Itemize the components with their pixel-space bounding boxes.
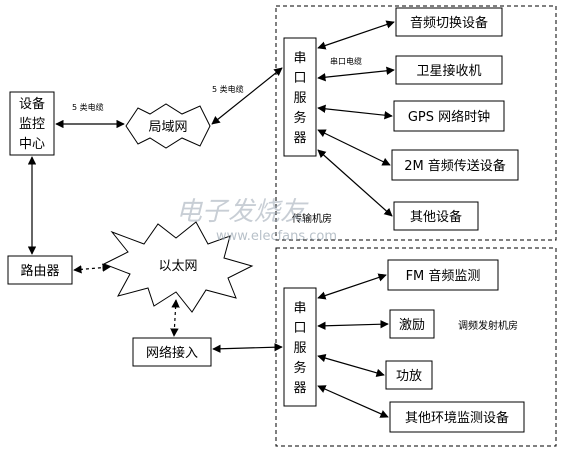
serial-satellite-link bbox=[317, 66, 395, 82]
fm-monitor-node[interactable]: FM 音频监测 bbox=[387, 259, 499, 291]
exciter-label: 激励 bbox=[399, 318, 425, 333]
router-label: 路由器 bbox=[20, 263, 59, 279]
network-access-label: 网络接入 bbox=[146, 345, 198, 361]
serial-server-bottom-node[interactable]: 串 口 服 务 器 bbox=[283, 287, 317, 407]
ethernet-label: 以太网 bbox=[158, 259, 197, 274]
monitor-center-line-1: 设备 bbox=[19, 96, 45, 112]
satellite-receiver-label: 卫星接收机 bbox=[416, 63, 481, 79]
serial-audio-switch-link bbox=[317, 20, 395, 50]
ethernet-node[interactable]: 以太网 bbox=[102, 221, 254, 313]
serial-top-char-3: 服 bbox=[293, 91, 306, 106]
serial-exciter-link bbox=[317, 320, 389, 330]
env-monitor-node[interactable]: 其他环境监测设备 bbox=[389, 401, 525, 433]
satellite-receiver-node[interactable]: 卫星接收机 bbox=[395, 55, 503, 85]
amplifier-node[interactable]: 功放 bbox=[385, 360, 433, 390]
monitor-center-line-2: 监控 bbox=[19, 117, 45, 132]
gps-clock-label: GPS 网络时钟 bbox=[408, 109, 490, 125]
audio-switch-label: 音频切换设备 bbox=[410, 15, 488, 31]
fm-monitor-label: FM 音频监测 bbox=[406, 268, 481, 284]
router-ethernet-link bbox=[73, 263, 111, 274]
audio-switch-node[interactable]: 音频切换设备 bbox=[395, 7, 503, 37]
monitor-center-node[interactable]: 设备 监控 中心 bbox=[9, 91, 55, 156]
serial-bottom-char-3: 服 bbox=[293, 341, 306, 356]
other-device-label: 其他设备 bbox=[410, 209, 462, 225]
serial-amplifier-link bbox=[317, 354, 385, 377]
network-access-node[interactable]: 网络接入 bbox=[132, 337, 212, 367]
serial-fm-monitor-link bbox=[317, 273, 387, 300]
access-serial-bottom-link bbox=[212, 343, 283, 353]
serial-bottom-char-1: 串 bbox=[293, 301, 306, 316]
lan-node[interactable]: 局域网 bbox=[125, 103, 211, 149]
fm-room-label: 调频发射机房 bbox=[458, 319, 518, 332]
lan-label: 局域网 bbox=[148, 120, 187, 135]
serial-server-top-node[interactable]: 串 口 服 务 器 bbox=[283, 37, 317, 157]
audio-2m-label: 2M 音频传送设备 bbox=[404, 158, 506, 174]
other-device-node[interactable]: 其他设备 bbox=[393, 201, 479, 231]
serial-cable-label: 串口电缆 bbox=[330, 56, 362, 66]
serial-bottom-char-2: 口 bbox=[293, 321, 306, 336]
watermark-url: www.elecfans.com bbox=[216, 229, 337, 244]
ethernet-access-link bbox=[170, 299, 180, 337]
serial-bottom-char-4: 务 bbox=[293, 360, 306, 376]
serial-top-char-4: 务 bbox=[293, 110, 306, 126]
serial-top-char-1: 串 bbox=[293, 51, 306, 66]
serial-other-device-link bbox=[317, 149, 393, 217]
monitor-center-line-3: 中心 bbox=[19, 137, 45, 152]
env-monitor-label: 其他环境监测设备 bbox=[405, 410, 509, 426]
transmission-room-label: 传输机房 bbox=[292, 212, 332, 225]
serial-bottom-char-5: 器 bbox=[293, 381, 306, 396]
exciter-node[interactable]: 激励 bbox=[389, 309, 435, 339]
amplifier-label: 功放 bbox=[396, 369, 422, 384]
serial-gps-link bbox=[317, 104, 393, 120]
watermark-title: 电子发烧友 bbox=[176, 197, 309, 227]
serial-top-char-5: 器 bbox=[293, 131, 306, 146]
audio-2m-node[interactable]: 2M 音频传送设备 bbox=[391, 149, 519, 181]
router-node[interactable]: 路由器 bbox=[7, 255, 73, 285]
cat5-label-right: 5 类电缆 bbox=[212, 84, 244, 94]
gps-clock-node[interactable]: GPS 网络时钟 bbox=[393, 100, 505, 132]
serial-top-char-2: 口 bbox=[293, 71, 306, 86]
lan-serial-top-link bbox=[211, 67, 283, 125]
serial-env-monitor-link bbox=[317, 385, 389, 418]
cat5-label-left: 5 类电缆 bbox=[72, 102, 104, 112]
